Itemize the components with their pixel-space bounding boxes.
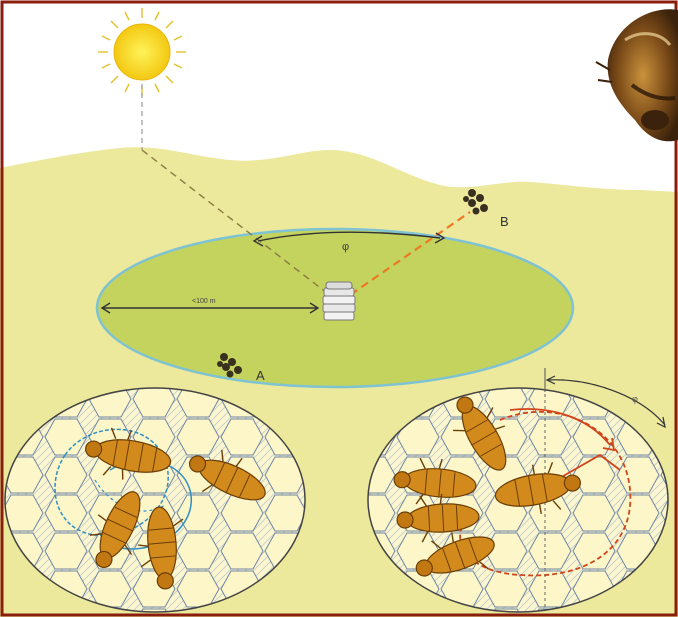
distance-label: <100 m [192,298,216,305]
angle-label: φ [342,241,349,253]
beehive-icon [323,282,355,320]
site-a-label: A [256,368,265,383]
site-b-label: B [500,214,509,229]
waggle-angle-label: φ [632,394,638,404]
